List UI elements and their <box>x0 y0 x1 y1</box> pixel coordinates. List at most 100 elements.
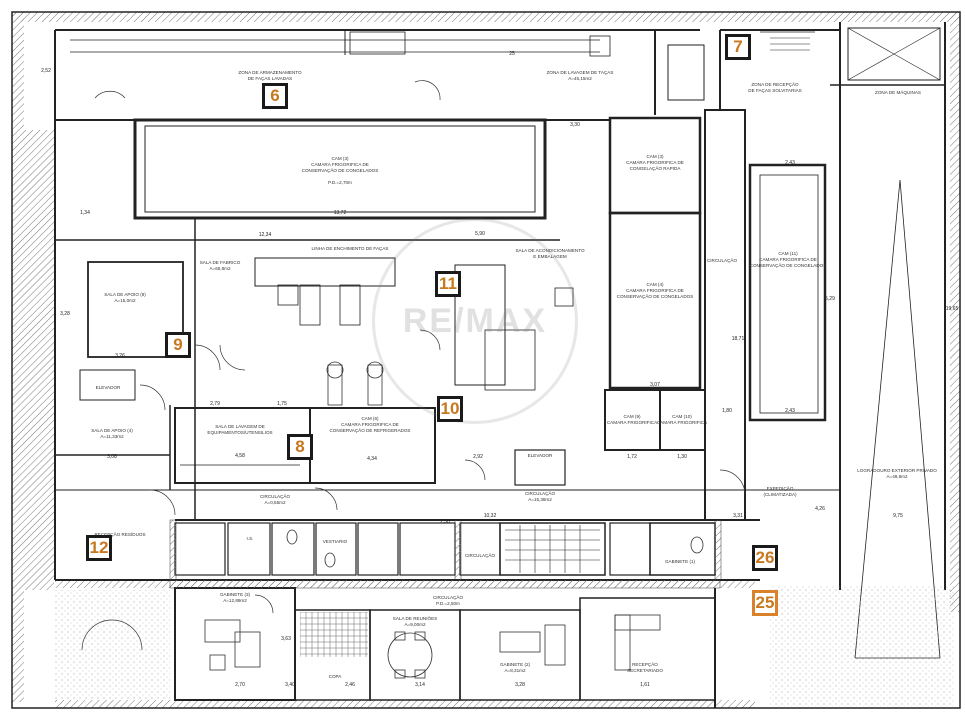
room-label: SALA DE FABRICO <box>200 260 241 265</box>
furniture <box>204 361 704 679</box>
room-label: ZONA DE ARMAZENAMENTO <box>238 70 302 75</box>
room-label: P.D.=2,70m <box>328 180 352 185</box>
marker-10[interactable]: 10 <box>437 396 463 422</box>
room-label: CAMARA FRIGORIFICA <box>607 420 658 425</box>
room-label: CAMARA FRIGORIFICA DE <box>626 160 684 165</box>
dimension: 12,34 <box>259 232 272 238</box>
room-label: CONSERVAÇÃO DE REFRIGERADOS <box>329 427 410 433</box>
room-label: A=65,8m2 <box>209 266 231 271</box>
room-label: SALA DE APOIO (4) <box>91 428 133 433</box>
room-label: CAM (4) <box>646 282 664 287</box>
plan-lines <box>54 22 946 708</box>
dimension: 2,43 <box>785 408 795 414</box>
room-label: LINHA DE ENCHIMENTO DE FAÇAS <box>311 246 388 251</box>
dimension: 3,08 <box>107 454 117 460</box>
room-label: CAM (3) <box>646 154 664 159</box>
watermark-logo: RE/MAX <box>372 218 578 424</box>
dimension: 2,52 <box>41 68 51 74</box>
room-label: CIRCULAÇÃO <box>465 552 496 558</box>
exterior-paving <box>55 585 955 708</box>
room-label: A=8,31m2 <box>504 668 526 673</box>
room-label: COPA <box>329 674 343 679</box>
room-label: SALA DE APOIO (8) <box>104 292 146 297</box>
room-label: CAMARA FRIGORIFICA DE <box>759 257 817 262</box>
room-label: CAM (11) <box>778 251 798 256</box>
room-label: A=45,15m2 <box>568 76 592 81</box>
dimension: 3,40 <box>285 682 295 688</box>
room-label: P.D.=2,50m <box>436 601 460 606</box>
room-label: CAM (6) <box>361 416 379 421</box>
dimension: 3,07 <box>650 382 660 388</box>
room-label: CONSERVAÇÃO DE CONGELADOS <box>750 262 827 268</box>
room-label: CAMARA FRIGORIFICA DE <box>341 422 399 427</box>
dimension: 1,34 <box>80 210 90 216</box>
room-label: RECEPÇÃO RESÍDUOS <box>94 531 145 537</box>
room-label: CONSERVAÇÃO DE CONGELADOS <box>302 167 379 173</box>
room-label: ELEVADOR <box>528 453 553 458</box>
dimension: 18,71 <box>732 336 745 342</box>
marker-6[interactable]: 6 <box>262 83 288 109</box>
dimension: 2,70 <box>235 682 245 688</box>
room-label: CIRCULAÇÃO <box>433 594 464 600</box>
room-label: CAM (10) <box>672 414 692 419</box>
dimension: 2,79 <box>210 401 220 407</box>
marker-25[interactable]: 25 <box>752 590 778 616</box>
dimension: 3,31 <box>733 513 743 519</box>
dimension: 1,80 <box>722 408 732 414</box>
dimension: 3,28 <box>60 311 70 317</box>
room-label: GABINETE (1) <box>665 559 696 564</box>
dimension: 13,72 <box>334 210 347 216</box>
room-label: DE FAÇAS SOLVITARIAS <box>748 88 801 93</box>
room-label: CAMARA FRIGORIFICA DE <box>311 162 369 167</box>
room-label: CIRCULAÇÃO <box>525 490 556 496</box>
room-label: SALA DE REUNIÕES <box>393 615 437 621</box>
room-label: I.S. <box>247 536 254 541</box>
partition-walls <box>169 519 722 589</box>
marker-8[interactable]: 8 <box>287 434 313 460</box>
room-label: VESTIARIO <box>323 539 348 544</box>
room-label: CAM (9) <box>623 414 641 419</box>
dimension: 4,58 <box>235 453 245 459</box>
marker-11[interactable]: 11 <box>435 271 461 297</box>
dimension: 3,30 <box>570 122 580 128</box>
room-label: ZONA DE MÁQUINAS <box>875 89 921 95</box>
dimension: 3,14 <box>415 682 425 688</box>
room-label: CONSERVAÇÃO DE CONGELADOS <box>617 293 694 299</box>
room-label: DE FAÇAS LAVADAS <box>248 76 293 81</box>
dimension: 1,30 <box>677 454 687 460</box>
marker-7[interactable]: 7 <box>725 34 751 60</box>
room-label: A=15,38m2 <box>528 497 552 502</box>
room-label: LOGRADOURO EXTERIOR PRIVADO <box>857 468 937 473</box>
marker-12[interactable]: 12 <box>86 535 112 561</box>
room-label: ELEVADOR <box>96 385 121 390</box>
dimension: 1,75 <box>277 401 287 407</box>
room-label: CAMARA FRIGORIFICA <box>657 420 708 425</box>
dimension: 1,72 <box>627 454 637 460</box>
dimension: 25 <box>509 51 515 57</box>
room-label: CAM (3) <box>331 156 349 161</box>
dimension: 4,26 <box>815 506 825 512</box>
marker-9[interactable]: 9 <box>165 332 191 358</box>
dimension: 2,43 <box>785 160 795 166</box>
room-label: A=9,00m2 <box>404 622 426 627</box>
room-label: EXPEDIÇÃO <box>767 485 794 491</box>
dimension: 2,92 <box>473 454 483 460</box>
room-label: CIRCULAÇÃO <box>707 257 738 263</box>
room-label: CONGELAÇÃO RAPIDA <box>630 165 682 171</box>
dimension: 19,65 <box>946 306 959 312</box>
room-label: SALA DE LAVAGEM DE <box>215 424 265 429</box>
dimension: 3,28 <box>515 682 525 688</box>
room-label: CIRCULAÇÃO <box>260 493 291 499</box>
room-label: RECEPÇÃO <box>632 661 658 667</box>
tiled-floor <box>300 612 368 657</box>
room-label: GABINETE (3) <box>220 592 251 597</box>
dimension: 4,34 <box>367 456 377 462</box>
room-label: (CLIMATIZADA) <box>763 492 797 497</box>
dimension: 9,75 <box>893 513 903 519</box>
dimension: 1,61 <box>640 682 650 688</box>
dimension-labels: 13,72 12,34 3,30 5,90 3,26 3,28 2,79 1,7… <box>41 51 958 688</box>
marker-26[interactable]: 26 <box>752 545 778 571</box>
door-swings <box>81 80 746 651</box>
room-label: EQUIPAMENTOS/UTENSILIOS <box>207 430 272 435</box>
room-label: GABINETE (2) <box>500 662 531 667</box>
